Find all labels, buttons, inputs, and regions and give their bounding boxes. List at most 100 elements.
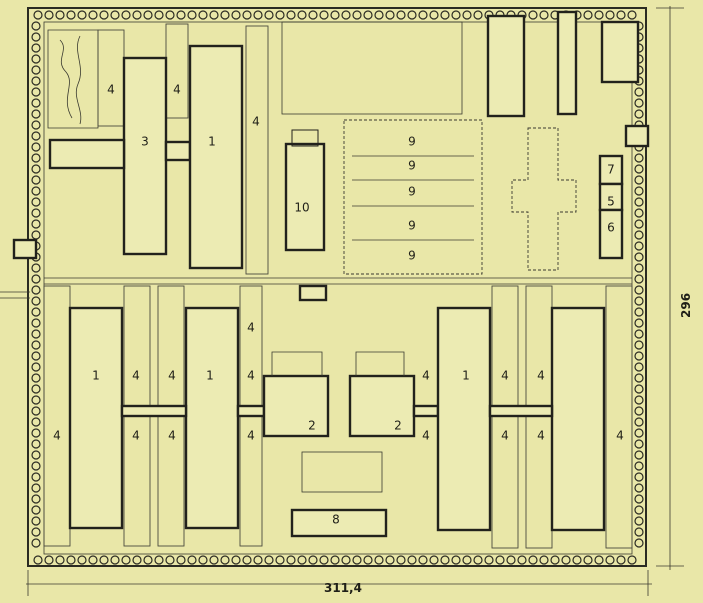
tree-icon <box>363 555 373 565</box>
tree-icon <box>31 340 41 350</box>
tree-icon <box>31 351 41 361</box>
barrack-lower-4 <box>550 306 606 532</box>
tree-icon <box>352 10 362 20</box>
hq-left-porch <box>271 351 323 376</box>
tree-icon <box>198 10 208 20</box>
tree-icon <box>31 65 41 75</box>
tree-icon <box>634 318 644 328</box>
tree-icon <box>31 120 41 130</box>
tree-icon <box>330 10 340 20</box>
tree-icon <box>627 555 637 565</box>
label-yard-l1: 4 <box>53 429 61 443</box>
tree-icon <box>121 10 131 20</box>
tree-icon <box>31 395 41 405</box>
tree-icon <box>374 555 384 565</box>
tree-icon <box>616 555 626 565</box>
tree-icon <box>264 555 274 565</box>
label-yard-r5: 4 <box>501 429 509 443</box>
tree-icon <box>253 10 263 20</box>
label-yard-r6: 4 <box>537 429 545 443</box>
tree-icon <box>110 555 120 565</box>
link-corridor-right <box>164 140 192 162</box>
tree-icon <box>286 555 296 565</box>
tree-icon <box>528 10 538 20</box>
tree-icon <box>308 555 318 565</box>
tree-icon <box>583 10 593 20</box>
tree-icon <box>396 555 406 565</box>
tree-icon <box>33 555 43 565</box>
tree-icon <box>143 10 153 20</box>
tree-icon <box>209 555 219 565</box>
tree-icon <box>242 10 252 20</box>
tree-icon <box>634 230 644 240</box>
tree-icon <box>634 472 644 482</box>
tree-icon <box>187 10 197 20</box>
tree-icon <box>634 153 644 163</box>
tree-icon <box>451 555 461 565</box>
tree-icon <box>31 516 41 526</box>
tree-icon <box>31 362 41 372</box>
label-yard-1: 4 <box>107 83 115 97</box>
tree-icon <box>385 555 395 565</box>
label-yard-2: 4 <box>173 83 181 97</box>
tree-icon <box>341 10 351 20</box>
tree-icon <box>473 10 483 20</box>
hall-block <box>284 142 326 252</box>
barrack-lower-3 <box>436 306 492 532</box>
block-top-right-c <box>600 20 640 84</box>
perimeter-wall-outer <box>27 7 647 567</box>
tree-icon <box>473 555 483 565</box>
label-yard-r4: 4 <box>537 369 545 383</box>
tree-icon <box>634 164 644 174</box>
tree-icon <box>31 164 41 174</box>
tree-icon <box>627 10 637 20</box>
tree-icon <box>634 362 644 372</box>
entrance-gatehouse <box>12 238 38 260</box>
tree-icon <box>121 555 131 565</box>
tree-icon <box>154 555 164 565</box>
tree-icon <box>253 555 263 565</box>
tree-icon <box>31 87 41 97</box>
tree-icon <box>31 76 41 86</box>
tree-icon <box>341 555 351 565</box>
block-top-right-b <box>556 10 578 116</box>
tree-icon <box>286 10 296 20</box>
tree-icon <box>31 483 41 493</box>
tree-icon <box>418 555 428 565</box>
tree-icon <box>634 252 644 262</box>
tree-icon <box>418 10 428 20</box>
tree-icon <box>616 10 626 20</box>
tree-icon <box>506 555 516 565</box>
tree-icon <box>634 439 644 449</box>
lawn-path <box>47 29 99 129</box>
tree-icon <box>99 555 109 565</box>
tree-icon <box>634 461 644 471</box>
tree-icon <box>31 461 41 471</box>
barrack-lower-1 <box>68 306 124 530</box>
label-yard-r3: 4 <box>501 369 509 383</box>
link-lower-right-a <box>412 404 440 418</box>
label-block-5: 5 <box>607 195 615 209</box>
label-field-3: 9 <box>408 185 416 199</box>
tree-icon <box>31 373 41 383</box>
tree-icon <box>31 417 41 427</box>
tree-icon <box>634 527 644 537</box>
tree-icon <box>31 142 41 152</box>
tree-icon <box>176 555 186 565</box>
block-top-right-a <box>486 14 526 118</box>
label-yard-l4: 4 <box>132 429 140 443</box>
label-barrack-l2: 1 <box>206 369 214 383</box>
label-gate: 8 <box>332 513 340 527</box>
tree-icon <box>44 10 54 20</box>
tree-icon <box>462 10 472 20</box>
tree-icon <box>385 10 395 20</box>
tree-icon <box>634 263 644 273</box>
tree-icon <box>264 10 274 20</box>
sports-field <box>343 119 483 275</box>
small-pavilion <box>298 284 328 302</box>
label-field-5: 9 <box>408 249 416 263</box>
tree-icon <box>31 472 41 482</box>
tree-icon <box>275 555 285 565</box>
tree-icon <box>31 21 41 31</box>
tree-icon <box>634 483 644 493</box>
